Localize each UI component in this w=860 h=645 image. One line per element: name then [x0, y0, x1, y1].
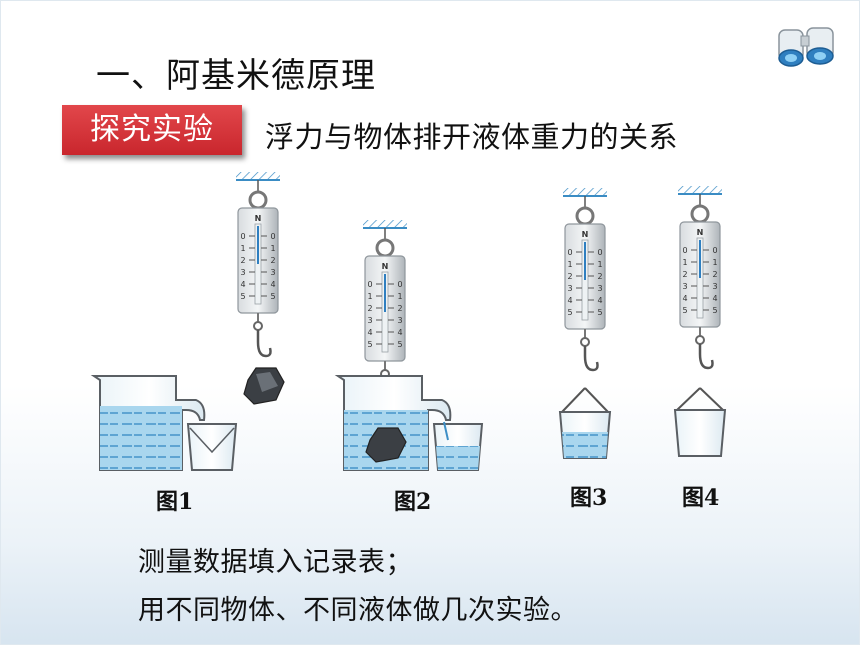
- scale-tick-label: 0: [367, 280, 372, 289]
- scale-tick-label: 4: [597, 296, 602, 305]
- scale-tick-label: 0: [567, 248, 572, 257]
- scale-tick-label: 4: [270, 280, 275, 289]
- scale-tick-label: 4: [397, 328, 402, 337]
- scale-tick-label: 5: [682, 306, 687, 315]
- scale-tick-label: 5: [567, 308, 572, 317]
- scale-tick-label: 1: [597, 260, 602, 269]
- scale-unit-label: N: [255, 214, 262, 223]
- experiment-badge: 探究实验: [62, 105, 242, 155]
- scale-tick-label: 0: [712, 246, 717, 255]
- figure-4-label: 图4: [682, 485, 720, 511]
- scale-tick-label: 2: [712, 270, 717, 279]
- note-line-2: 用不同物体、不同液体做几次实验。: [138, 595, 578, 626]
- scale-tick-label: 2: [240, 256, 245, 265]
- scale-tick-label: 4: [682, 294, 687, 303]
- scale-tick-label: 0: [397, 280, 402, 289]
- scale-tick-label: 3: [367, 316, 372, 325]
- scale-tick-label: 5: [367, 340, 372, 349]
- scale-tick-label: 5: [397, 340, 402, 349]
- scale-tick-label: 4: [712, 294, 717, 303]
- scale-tick-label: 1: [367, 292, 372, 301]
- scale-tick-label: 3: [240, 268, 245, 277]
- scale-tick-label: 0: [597, 248, 602, 257]
- scale-tick-label: 5: [597, 308, 602, 317]
- scale-tick-label: 5: [270, 292, 275, 301]
- scale-unit-label: N: [382, 262, 389, 271]
- scale-tick-label: 2: [397, 304, 402, 313]
- figure-1-label: 图1: [156, 489, 194, 515]
- figure-3-apparatus: [558, 186, 612, 459]
- scale-tick-label: 1: [682, 258, 687, 267]
- scale-tick-label: 2: [270, 256, 275, 265]
- scale-tick-label: 1: [240, 244, 245, 253]
- scale-tick-label: 3: [397, 316, 402, 325]
- experiment-subtitle: 浮力与物体排开液体重力的关系: [265, 120, 679, 154]
- scale-tick-label: 1: [712, 258, 717, 267]
- scale-tick-label: 2: [682, 270, 687, 279]
- scale-tick-label: 2: [567, 272, 572, 281]
- scale-tick-label: 5: [712, 306, 717, 315]
- binoculars-icon: [778, 27, 834, 67]
- scale-tick-label: 4: [240, 280, 245, 289]
- scale-tick-label: 3: [682, 282, 687, 291]
- figure-3-label: 图3: [570, 485, 608, 511]
- scale-tick-label: 1: [397, 292, 402, 301]
- scale-tick-label: 4: [367, 328, 372, 337]
- figure-2-apparatus: [334, 218, 484, 471]
- scale-tick-label: 1: [567, 260, 572, 269]
- scale-unit-label: N: [697, 228, 704, 237]
- scale-tick-label: 3: [567, 284, 572, 293]
- scale-tick-label: 2: [597, 272, 602, 281]
- scale-tick-label: 3: [270, 268, 275, 277]
- scale-tick-label: 1: [270, 244, 275, 253]
- scale-tick-label: 0: [240, 232, 245, 241]
- figure-2-label: 图2: [394, 489, 432, 515]
- scale-tick-label: 0: [682, 246, 687, 255]
- scale-tick-label: 0: [270, 232, 275, 241]
- scale-tick-label: 5: [240, 292, 245, 301]
- note-line-1: 测量数据填入记录表；: [138, 547, 413, 578]
- scale-unit-label: N: [582, 230, 589, 239]
- scale-tick-label: 3: [712, 282, 717, 291]
- scale-tick-label: 4: [567, 296, 572, 305]
- figure-4-apparatus: [673, 184, 727, 457]
- page-title: 一、阿基米德原理: [96, 56, 376, 96]
- figure-1-apparatus: [90, 170, 285, 471]
- scale-tick-label: 2: [367, 304, 372, 313]
- scale-tick-label: 3: [597, 284, 602, 293]
